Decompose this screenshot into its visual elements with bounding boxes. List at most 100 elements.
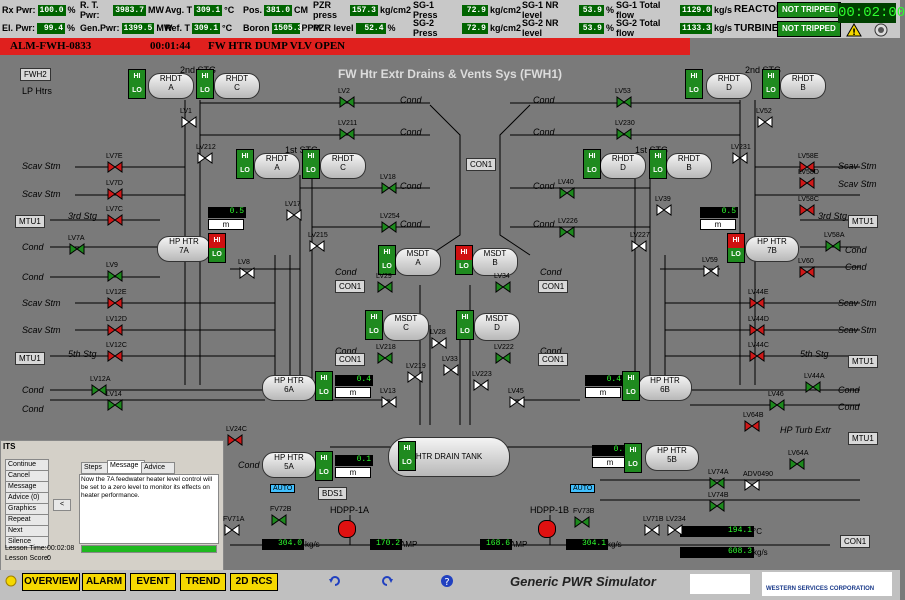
speaker-icon[interactable] — [874, 23, 888, 37]
valve-icon[interactable] — [616, 96, 632, 108]
valve-icon[interactable] — [309, 240, 325, 252]
valve-icon[interactable] — [495, 352, 511, 364]
valve-icon[interactable] — [224, 524, 240, 536]
valve-icon[interactable] — [339, 128, 355, 140]
sun-icon[interactable] — [4, 574, 18, 588]
pump-1a-icon[interactable] — [338, 520, 356, 538]
valve-icon[interactable] — [197, 152, 213, 164]
undo-icon[interactable] — [328, 574, 342, 588]
valve-icon[interactable] — [799, 161, 815, 173]
mtu1-nav-button[interactable]: MTU1 — [15, 352, 45, 365]
help-icon[interactable]: ? — [440, 574, 454, 588]
valve-icon[interactable] — [799, 204, 815, 216]
tab-message[interactable]: Message — [107, 460, 145, 474]
valve-icon[interactable] — [239, 267, 255, 279]
valve-icon[interactable] — [667, 524, 683, 536]
valve-icon[interactable] — [107, 188, 123, 200]
valve-icon[interactable] — [789, 458, 805, 470]
valve-icon[interactable] — [559, 187, 575, 199]
valve-icon[interactable] — [744, 420, 760, 432]
valve-icon[interactable] — [107, 161, 123, 173]
con1-nav-button[interactable]: CON1 — [538, 353, 569, 366]
auto-badge[interactable]: AUTO — [270, 484, 296, 493]
valve-icon[interactable] — [381, 182, 397, 194]
valve-icon[interactable] — [339, 96, 355, 108]
con1-nav-button[interactable]: CON1 — [335, 353, 366, 366]
valve-icon[interactable] — [107, 214, 123, 226]
valve-icon[interactable] — [703, 265, 719, 277]
mtu1-nav-button[interactable]: MTU1 — [848, 355, 878, 368]
valve-icon[interactable] — [656, 204, 672, 216]
redo-icon[interactable] — [380, 574, 394, 588]
con1-nav-button[interactable]: CON1 — [335, 280, 366, 293]
valve-icon[interactable] — [616, 128, 632, 140]
con1-nav-button[interactable]: CON1 — [538, 280, 569, 293]
valve-icon[interactable] — [377, 352, 393, 364]
valve-icon[interactable] — [107, 324, 123, 336]
valve-icon[interactable] — [757, 116, 773, 128]
valve-icon[interactable] — [825, 240, 841, 252]
valve-icon[interactable] — [271, 514, 287, 526]
mtu1-nav-button[interactable]: MTU1 — [848, 432, 878, 445]
valve-icon[interactable] — [107, 270, 123, 282]
back-button[interactable]: < — [53, 499, 71, 511]
its-panel[interactable]: ITS Continue Cancel Message Advice (0) G… — [0, 440, 224, 572]
valve-icon[interactable] — [473, 379, 489, 391]
valve-icon[interactable] — [431, 337, 447, 349]
mtu1-nav-button[interactable]: MTU1 — [15, 215, 45, 228]
alarm-button[interactable]: ALARM — [82, 573, 126, 591]
valve-icon[interactable] — [732, 152, 748, 164]
pump-1b-icon[interactable] — [538, 520, 556, 538]
valve-icon[interactable] — [749, 324, 765, 336]
silence-button[interactable]: Silence — [5, 536, 49, 548]
valve-icon[interactable] — [631, 240, 647, 252]
alarm-banner[interactable]: ALM-FWH-0833 00:01:44 FW HTR DUMP VLV OP… — [0, 38, 690, 55]
valve-icon[interactable] — [799, 266, 815, 278]
valve-icon[interactable] — [381, 396, 397, 408]
con1-nav-button[interactable]: CON1 — [840, 535, 871, 548]
valve-icon[interactable] — [377, 281, 393, 293]
valve-icon[interactable] — [709, 477, 725, 489]
valve-icon[interactable] — [407, 371, 423, 383]
valve-icon[interactable] — [509, 396, 525, 408]
valve-icon[interactable] — [107, 350, 123, 362]
valve-icon[interactable] — [107, 399, 123, 411]
advice-button[interactable]: Advice (0) — [5, 492, 49, 504]
auto-badge[interactable]: AUTO — [570, 484, 596, 493]
valve-icon[interactable] — [744, 479, 760, 491]
valve-icon[interactable] — [799, 177, 815, 189]
valve-icon[interactable] — [286, 209, 302, 221]
valve-icon[interactable] — [107, 297, 123, 309]
trend-button[interactable]: TREND — [180, 573, 226, 591]
valve-icon[interactable] — [749, 350, 765, 362]
valve-icon[interactable] — [181, 116, 197, 128]
bds1-nav-button[interactable]: BDS1 — [318, 487, 347, 500]
valve-icon[interactable] — [709, 500, 725, 512]
overview-button[interactable]: OVERVIEW — [22, 573, 80, 591]
warning-icon[interactable]: ! — [846, 23, 862, 38]
valve-icon[interactable] — [443, 364, 459, 376]
valve-icon[interactable] — [749, 297, 765, 309]
valve-icon[interactable] — [227, 434, 243, 446]
valve-icon[interactable] — [69, 243, 85, 255]
tab-advice[interactable]: Advice — [141, 462, 175, 474]
valve-icon[interactable] — [91, 384, 107, 396]
valve-icon[interactable] — [644, 524, 660, 536]
